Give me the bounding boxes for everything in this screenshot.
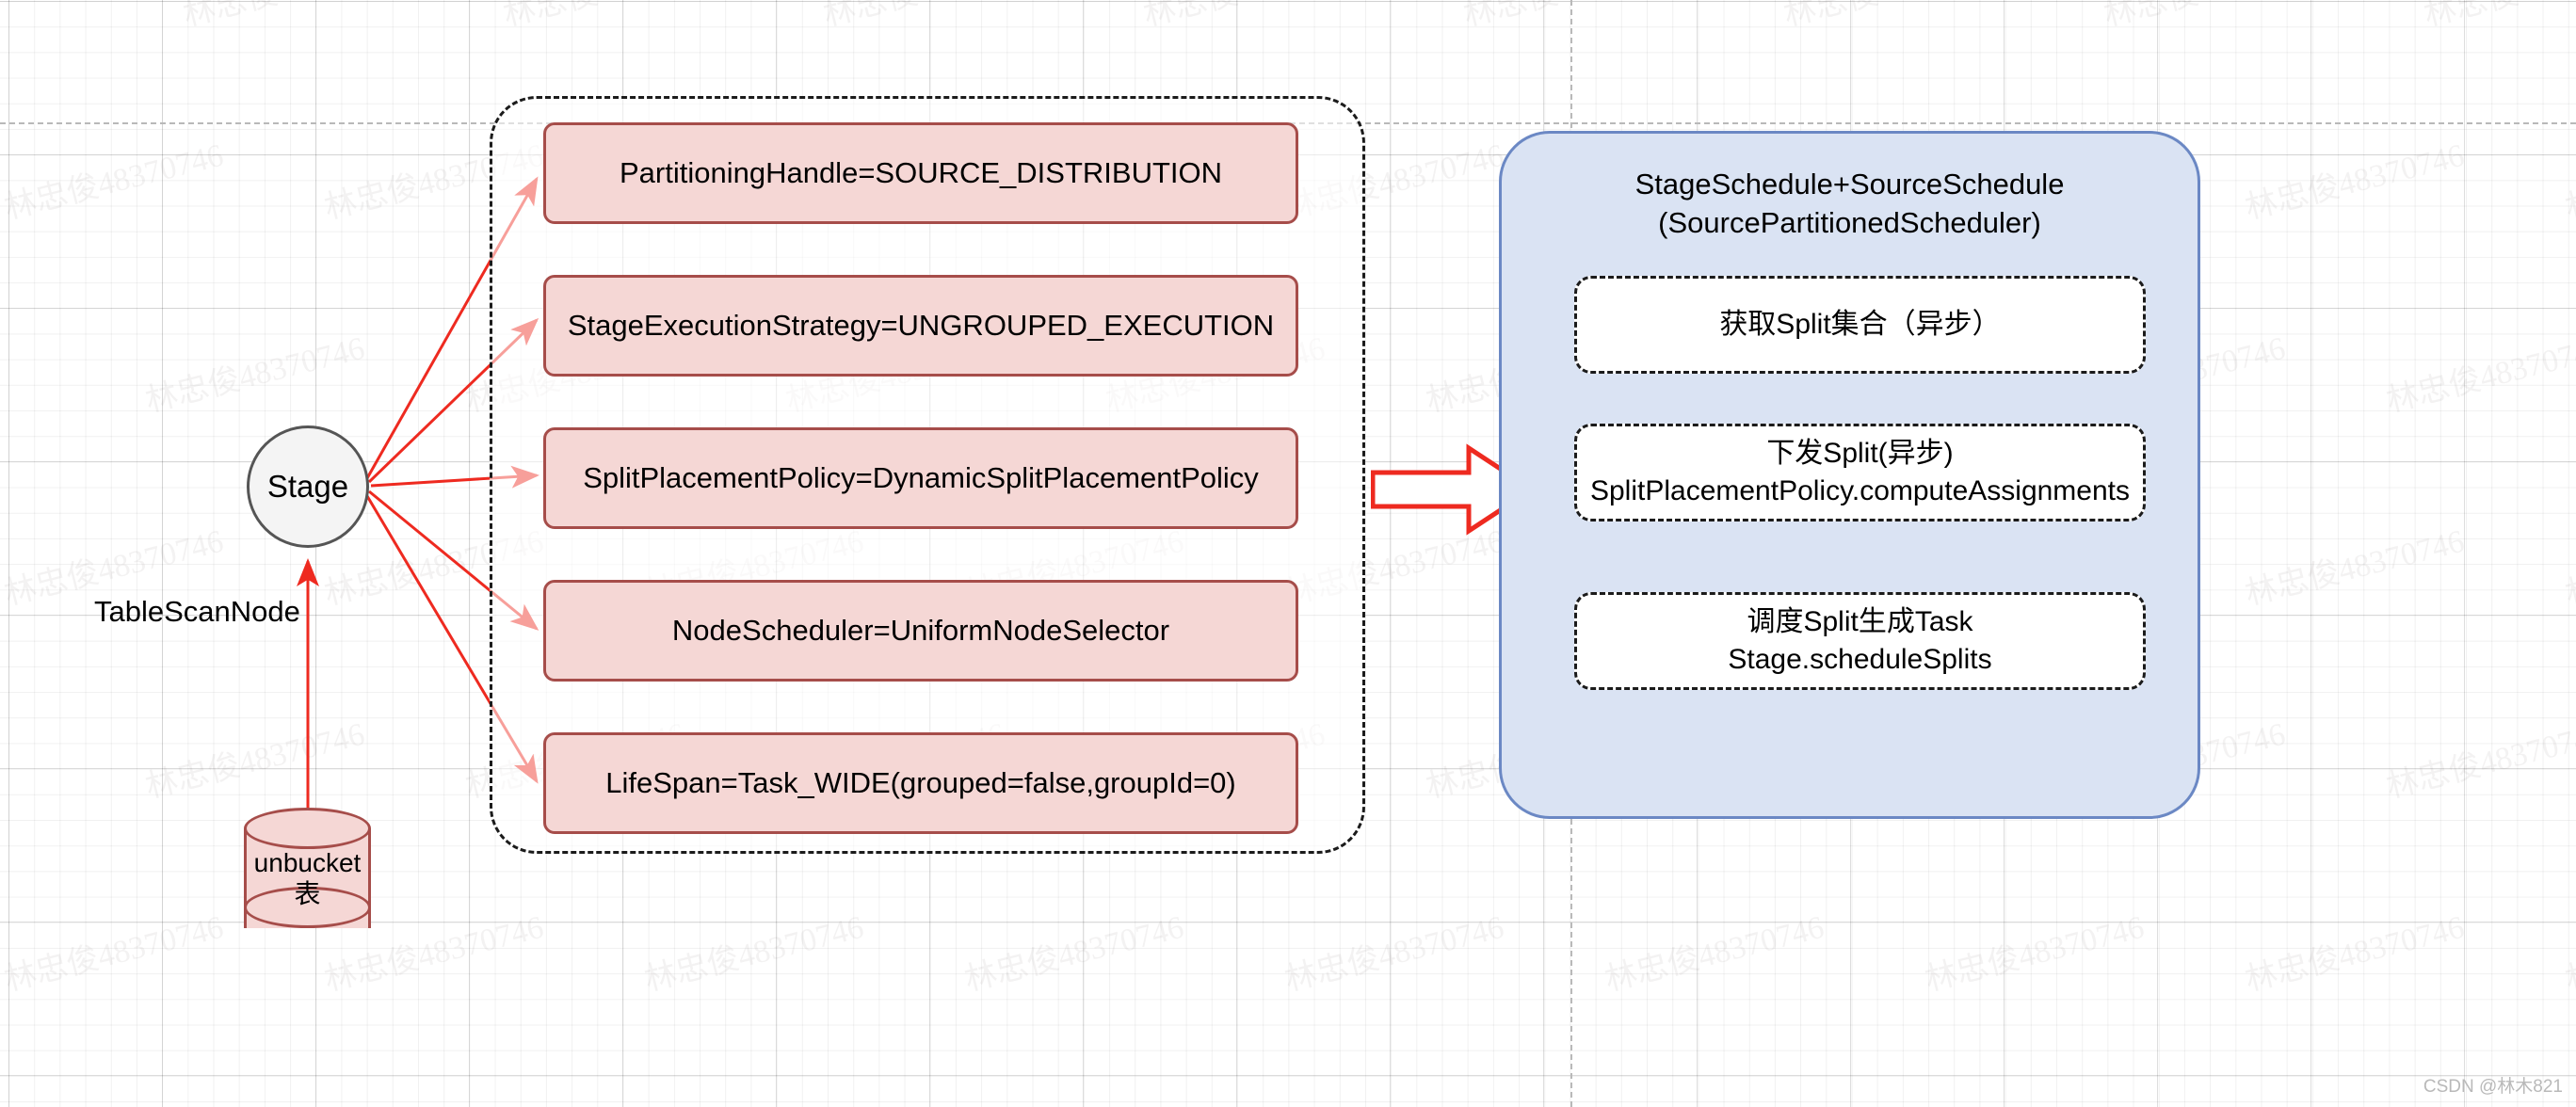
attribute-box-label: SplitPlacementPolicy=DynamicSplitPlaceme…: [583, 461, 1259, 494]
attribute-box-label: StageExecutionStrategy=UNGROUPED_EXECUTI…: [567, 309, 1275, 342]
scheduler-step-text: 获取Split集合（异步）: [1719, 306, 2000, 345]
source-table-label: unbucket 表: [244, 847, 371, 909]
source-table-label-line1: unbucket: [253, 848, 362, 877]
source-table-label-line2: 表: [294, 879, 321, 909]
scheduler-step-schedule-splits[interactable]: 调度Split生成Task Stage.scheduleSplits: [1574, 592, 2146, 690]
cylinder-top-ellipse: [244, 808, 371, 849]
cylinder-bottom-ellipse: [244, 887, 371, 928]
scheduler-panel-title-line1: StageSchedule+SourceSchedule: [1634, 168, 2065, 201]
scheduler-step-line1: 调度Split生成Task: [1747, 605, 1973, 637]
stage-node[interactable]: Stage: [247, 425, 369, 548]
attribute-box-node-scheduler[interactable]: NodeScheduler=UniformNodeSelector: [543, 580, 1298, 682]
csdn-watermark: CSDN @林木821: [2423, 1077, 2563, 1097]
scheduler-panel-title: StageSchedule+SourceSchedule (SourcePart…: [1499, 165, 2200, 242]
attribute-box-split-placement-policy[interactable]: SplitPlacementPolicy=DynamicSplitPlaceme…: [543, 427, 1298, 529]
edge-label-tablescannode: TableScanNode: [94, 595, 300, 628]
scheduler-step-line1: 获取Split集合（异步）: [1719, 308, 2001, 340]
scheduler-step-dispatch-splits[interactable]: 下发Split(异步) SplitPlacementPolicy.compute…: [1574, 424, 2146, 521]
attribute-box-label: NodeScheduler=UniformNodeSelector: [671, 614, 1170, 647]
scheduler-step-line1: 下发Split(异步): [1766, 437, 1954, 469]
scheduler-step-text: 下发Split(异步) SplitPlacementPolicy.compute…: [1590, 435, 2130, 511]
scheduler-step-fetch-splits[interactable]: 获取Split集合（异步）: [1574, 276, 2146, 374]
scheduler-step-line2: Stage.scheduleSplits: [1728, 644, 1992, 675]
attribute-box-lifespan[interactable]: LifeSpan=Task_WIDE(grouped=false,groupId…: [543, 732, 1298, 834]
scheduler-panel-title-line2: (SourcePartitionedScheduler): [1658, 206, 2041, 240]
scheduler-step-text: 调度Split生成Task Stage.scheduleSplits: [1728, 603, 1991, 680]
attribute-box-label: PartitioningHandle=SOURCE_DISTRIBUTION: [619, 156, 1223, 189]
attribute-box-stage-execution-strategy[interactable]: StageExecutionStrategy=UNGROUPED_EXECUTI…: [543, 275, 1298, 377]
scheduler-step-line2: SplitPlacementPolicy.computeAssignments: [1589, 475, 2131, 506]
attribute-box-label: LifeSpan=Task_WIDE(grouped=false,groupId…: [605, 766, 1236, 799]
source-table-cylinder[interactable]: unbucket 表: [244, 808, 371, 949]
attribute-box-partitioning-handle[interactable]: PartitioningHandle=SOURCE_DISTRIBUTION: [543, 122, 1298, 224]
stage-node-label: Stage: [266, 469, 349, 504]
